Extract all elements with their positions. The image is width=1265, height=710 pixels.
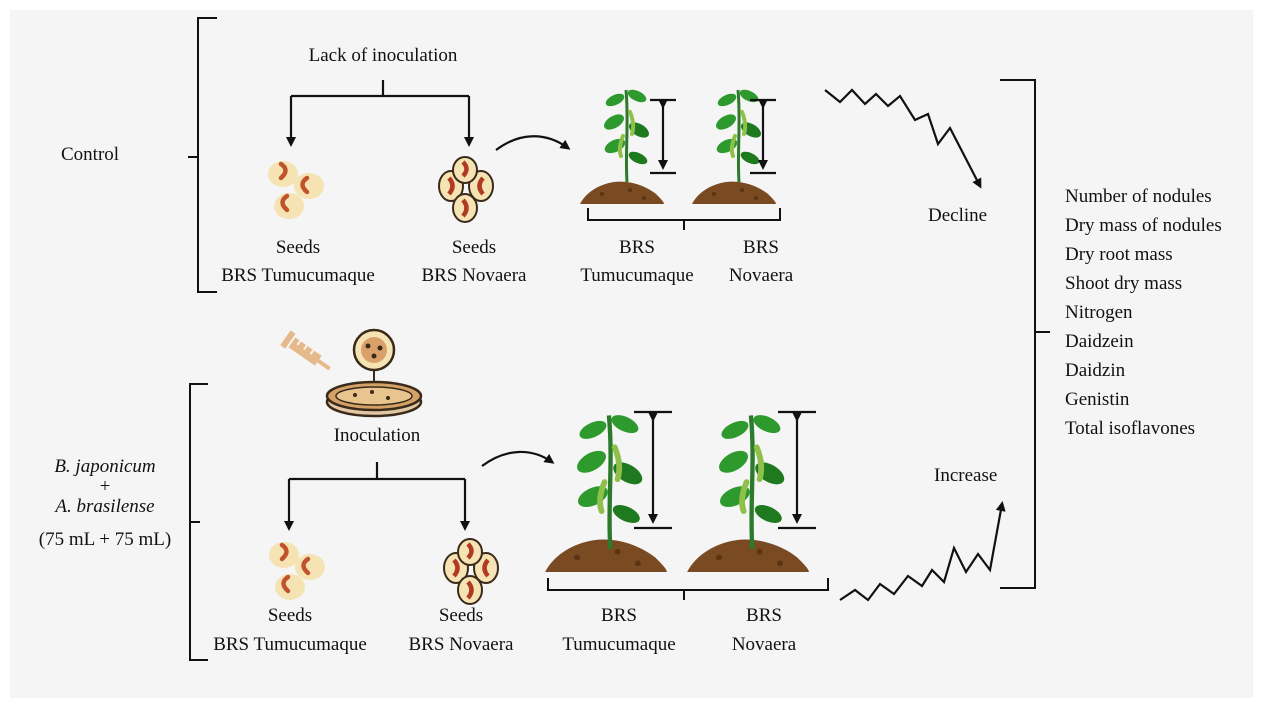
control-plant-bracket — [587, 208, 781, 221]
control-label: Control — [61, 144, 119, 165]
control-seed-right-line2: BRS Novaera — [421, 265, 527, 286]
inoculated-height-markers — [634, 410, 816, 530]
control-seed-right-line1: Seeds — [452, 237, 496, 258]
decline-zigzag-arrow — [824, 88, 982, 189]
petri-dish-icon — [325, 328, 423, 418]
control-curved-arrow — [495, 135, 571, 151]
increase-zigzag-arrow — [839, 501, 1006, 602]
control-plant-right-line2: Novaera — [729, 265, 794, 286]
control-section: Control Lack of inoculation Seeds BRS Tu… — [61, 17, 987, 293]
inoculated-curved-arrow — [481, 450, 555, 467]
a-brasilense-label: A. brasilense — [53, 496, 154, 517]
inoculated-section: B. japonicum + A. brasilense (75 mL + 75… — [39, 328, 1006, 661]
inoc-plant-left-line2: Tumucumaque — [562, 634, 675, 655]
inoc-plant-novaera-icon — [687, 411, 809, 572]
variables-bracket — [1000, 79, 1036, 589]
control-plant-left-line2: Tumucumaque — [580, 265, 693, 286]
control-plant-right-line1: BRS — [743, 237, 779, 258]
control-seed-left-line2: BRS Tumucumaque — [221, 265, 375, 286]
variable-item: Dry mass of nodules — [1065, 215, 1222, 236]
variable-item: Daidzein — [1065, 331, 1134, 352]
inoculation-label: Inoculation — [334, 425, 421, 446]
control-plant-tumucumaque-icon — [580, 85, 664, 204]
inoc-plant-left-line1: BRS — [601, 605, 637, 626]
inoc-seed-left-line1: Seeds — [268, 605, 312, 626]
control-bracket — [197, 17, 217, 293]
variable-item: Genistin — [1065, 389, 1130, 410]
inoc-plant-right-line1: BRS — [746, 605, 782, 626]
variable-item: Daidzin — [1065, 360, 1126, 381]
inoc-seed-right-line1: Seeds — [439, 605, 483, 626]
seed-novaera-icon — [439, 157, 493, 222]
plus-sign: + — [100, 476, 111, 497]
variable-item: Total isoflavones — [1065, 418, 1195, 439]
control-plant-left-line1: BRS — [619, 237, 655, 258]
inoc-plant-tumucumaque-icon — [545, 411, 667, 572]
seed-tumucumaque-icon — [268, 161, 324, 219]
b-japonicum-label: B. japonicum — [54, 456, 155, 477]
inoc-seed-novaera-icon — [444, 539, 498, 604]
inoc-plant-right-line2: Novaera — [732, 634, 797, 655]
diagram-canvas: Control Lack of inoculation Seeds BRS Tu… — [10, 10, 1253, 698]
increase-label: Increase — [934, 465, 997, 486]
variable-item: Dry root mass — [1065, 244, 1173, 265]
variable-item: Number of nodules — [1065, 186, 1212, 207]
control-height-markers — [650, 98, 776, 175]
dose-label: (75 mL + 75 mL) — [39, 529, 171, 550]
inoc-seed-left-line2: BRS Tumucumaque — [213, 634, 367, 655]
control-seed-left-line1: Seeds — [276, 237, 320, 258]
decline-label: Decline — [928, 205, 987, 226]
inoc-seed-right-line2: BRS Novaera — [408, 634, 514, 655]
variable-item: Shoot dry mass — [1065, 273, 1182, 294]
syringe-icon — [280, 330, 331, 371]
diagram-svg: Control Lack of inoculation Seeds BRS Tu… — [39, 17, 1222, 661]
control-branch-arrows — [286, 80, 474, 147]
variable-item: Nitrogen — [1065, 302, 1133, 323]
lack-of-inoculation-label: Lack of inoculation — [309, 45, 458, 66]
inoculated-branch-arrows — [284, 462, 470, 531]
inoculated-plant-bracket — [547, 578, 829, 591]
inoc-seed-tumucumaque-icon — [269, 542, 325, 600]
